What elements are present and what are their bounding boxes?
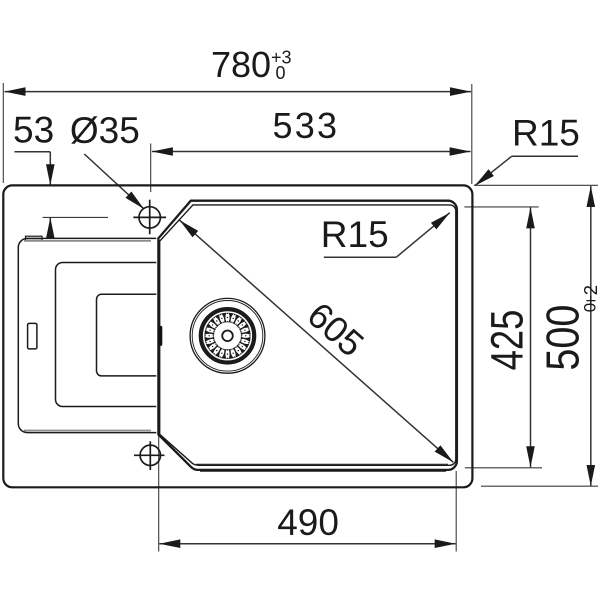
svg-text:+3: +3 xyxy=(271,48,292,68)
svg-text:780: 780 xyxy=(211,44,271,85)
svg-text:425: 425 xyxy=(482,310,533,371)
svg-text:+2: +2 xyxy=(580,285,600,306)
svg-text:R15: R15 xyxy=(512,112,580,153)
svg-text:605: 605 xyxy=(300,294,372,365)
svg-text:0: 0 xyxy=(580,303,599,312)
svg-text:490: 490 xyxy=(277,502,339,543)
svg-text:533: 533 xyxy=(273,105,340,146)
svg-text:500: 500 xyxy=(538,305,589,371)
svg-text:R15: R15 xyxy=(321,214,389,255)
svg-text:0: 0 xyxy=(276,63,286,83)
svg-text:53: 53 xyxy=(13,110,54,151)
svg-text:Ø35: Ø35 xyxy=(70,110,140,151)
